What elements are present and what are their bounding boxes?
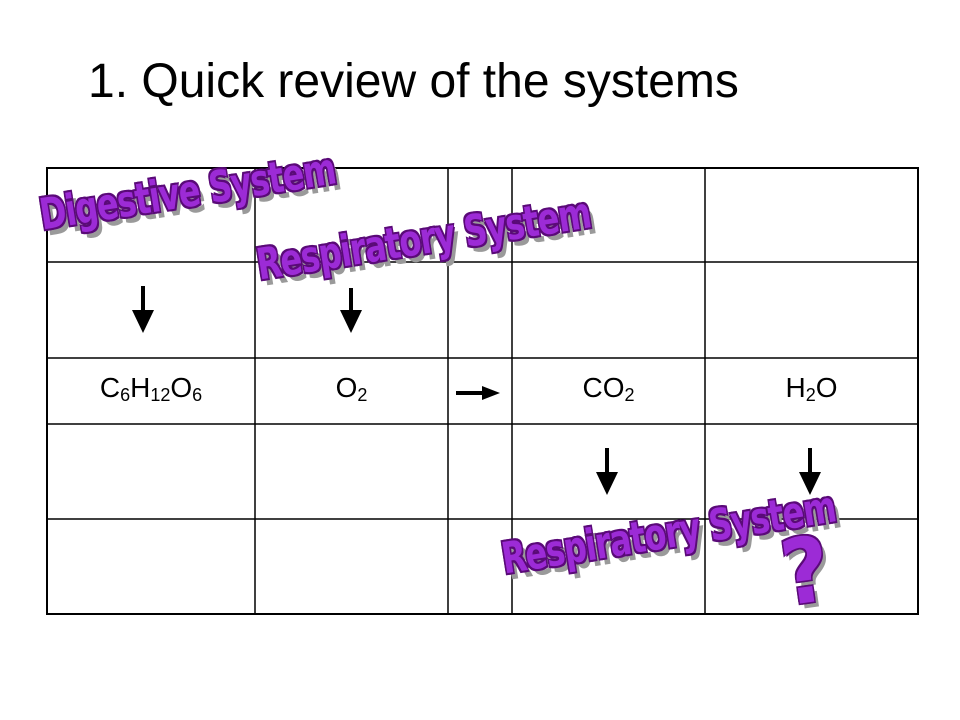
arrow-down-icon bbox=[132, 286, 154, 333]
arrow-down-icon bbox=[799, 448, 821, 495]
arrow-right-icon bbox=[456, 386, 500, 400]
table-border bbox=[46, 167, 919, 615]
formula-water: H2O bbox=[785, 372, 838, 405]
formula-glucose: C6H12O6 bbox=[99, 372, 203, 405]
arrow-down-icon bbox=[596, 448, 618, 495]
formula-carbon-dioxide: CO2 bbox=[582, 372, 635, 405]
slide-title: 1. Quick review of the systems bbox=[88, 55, 739, 108]
arrow-down-icon bbox=[340, 288, 362, 333]
formula-oxygen: O2 bbox=[335, 372, 368, 405]
